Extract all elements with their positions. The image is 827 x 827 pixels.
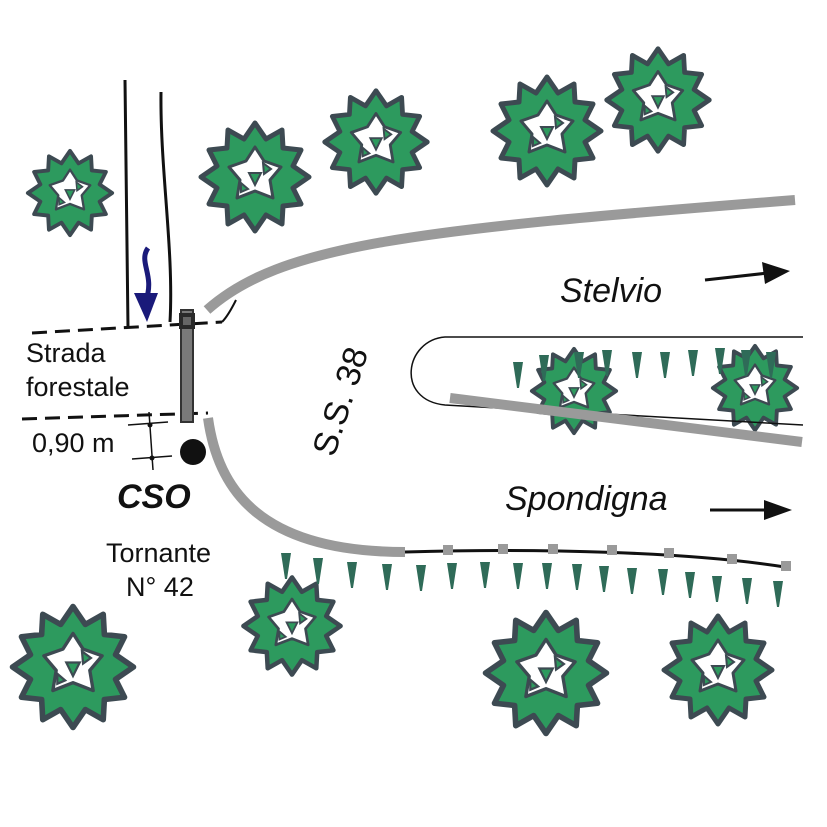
forest-road-edge-bottom [21, 411, 209, 421]
grass-marks-lower [281, 553, 783, 607]
width-dimension [127, 411, 173, 471]
flow-arrow-icon [134, 246, 158, 322]
tree-icon [664, 616, 772, 724]
channel [123, 79, 173, 329]
median-island-edge [449, 393, 803, 447]
tree-icon [710, 343, 800, 433]
road-edge-lower-markers [443, 544, 791, 571]
tree-icon [607, 49, 710, 152]
label-forestale: forestale [26, 372, 130, 402]
right-arrow-icon [704, 262, 790, 284]
right-arrow-icon [710, 500, 792, 520]
label-tornante-number: N° 42 [126, 572, 194, 602]
label-width: 0,90 m [32, 428, 115, 458]
road-edge-lower [203, 417, 406, 557]
tree-icon [493, 77, 601, 185]
tree-icon-group [13, 49, 800, 734]
tree-icon [325, 91, 428, 194]
tree-icon [25, 148, 115, 238]
label-strada: Strada [26, 338, 107, 368]
road-edge-upper [203, 195, 796, 314]
tree-icon [243, 577, 340, 674]
median-island [410, 336, 804, 426]
label-cso: CSO [117, 478, 191, 516]
label-spondigna: Spondigna [505, 480, 668, 518]
tree-icon [486, 613, 607, 734]
pipe [179, 309, 195, 423]
tree-icon [201, 123, 309, 231]
label-tornante: Tornante [106, 538, 211, 568]
road-edge-upper-inner [221, 299, 237, 323]
tree-icon [13, 607, 134, 728]
label-stelvio: Stelvio [560, 272, 662, 310]
cso-dot-icon [180, 439, 206, 465]
label-road-name: S.S. 38 [305, 343, 376, 461]
forest-road-edge-top [31, 320, 223, 335]
